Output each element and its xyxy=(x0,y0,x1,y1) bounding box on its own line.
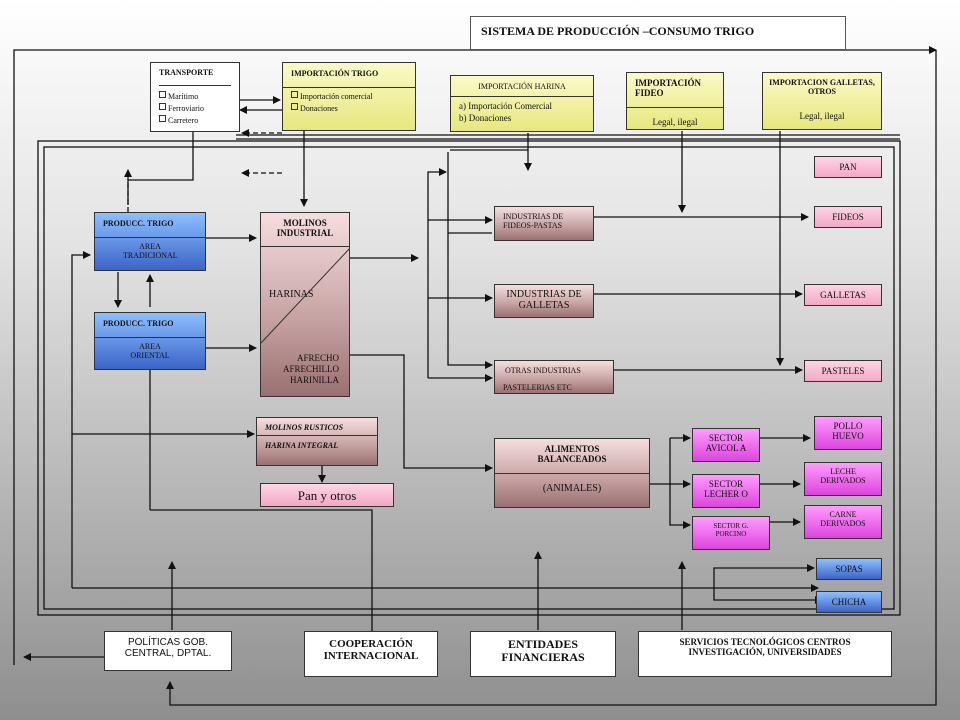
pan-otros-label: Pan y otros xyxy=(297,488,357,503)
importacion-harina-title: IMPORTACIÓN HARINA xyxy=(478,82,566,91)
pollo-huevo-label: POLLO HUEVO xyxy=(832,421,864,442)
leche-derivados-box: LECHE DERIVADOS xyxy=(804,462,882,496)
pollo-huevo-box: POLLO HUEVO xyxy=(814,416,882,450)
servicios-box: SERVICIOS TECNOLÓGICOS CENTROS INVESTIGA… xyxy=(638,631,892,677)
otras-ind-title: OTRAS INDUSTRIAS xyxy=(505,366,581,375)
producto-galletas-box: GALLETAS xyxy=(804,284,882,306)
importacion-trigo-item: Donaciones xyxy=(291,103,338,113)
produc-ori-title: PRODUCC. TRIGO xyxy=(103,319,174,328)
transporte-item: Marítimo xyxy=(159,91,198,101)
leche-derivados-label: LECHE DERIVADOS xyxy=(820,467,866,485)
transporte-title: TRANSPORTE xyxy=(159,68,214,77)
sector-avicola-box: SECTOR AVICOL A xyxy=(692,428,760,462)
importacion-galletas-sub: Legal, ilegal xyxy=(799,111,845,121)
produc-trigo-oriental-box: PRODUCC. TRIGO AREA ORIENTAL xyxy=(94,312,206,370)
importacion-trigo-title: IMPORTACIÓN TRIGO xyxy=(291,69,379,78)
carne-derivados-box: CARNE DERIVADOS xyxy=(804,505,882,539)
importacion-galletas-title: IMPORTACION GALLETAS, OTROS xyxy=(769,78,875,96)
producto-fideos-label: FIDEOS xyxy=(832,212,864,222)
molinos-divider xyxy=(261,248,349,344)
title-box: SISTEMA DE PRODUCCIÓN –CONSUMO TRIGO xyxy=(470,16,846,50)
ind-galletas-label: INDUSTRIAS DE GALLETAS xyxy=(506,289,582,312)
entidades-label: ENTIDADES FINANCIERAS xyxy=(501,637,585,665)
alimentos-title: ALIMENTOS BALANCEADOS xyxy=(537,444,607,465)
molinos-rusticos-box: MOLINOS RUSTICOS HARINA INTEGRAL xyxy=(256,417,378,466)
producto-galletas-label: GALLETAS xyxy=(820,290,866,300)
producto-pasteles-label: PASTELES xyxy=(821,366,865,376)
carne-derivados-label: CARNE DERIVADOS xyxy=(820,510,866,528)
transporte-item: Carretero xyxy=(159,115,198,125)
producto-pan-label: PAN xyxy=(839,162,857,172)
politicas-box: POLÍTICAS GOB. CENTRAL, DPTAL. xyxy=(104,631,232,671)
produc-trigo-tradicional-box: PRODUCC. TRIGO AREA TRADICIONAL xyxy=(94,212,206,271)
sector-avicola-label: SECTOR AVICOL A xyxy=(705,433,747,454)
importacion-harina-item: b) Donaciones xyxy=(459,113,512,123)
sector-porcino-label: SECTOR G. PORCINO xyxy=(713,522,749,538)
producto-pasteles-box: PASTELES xyxy=(804,360,882,382)
molinos-rusticos-sub: HARINA INTEGRAL xyxy=(265,441,339,450)
produc-trad-title: PRODUCC. TRIGO xyxy=(103,219,174,228)
pan-otros-box: Pan y otros xyxy=(260,483,394,507)
importacion-harina-item: a) Importación Comercial xyxy=(459,101,552,111)
molinos-ind-title: MOLINOS INDUSTRIAL xyxy=(276,218,334,239)
molinos-afrecho: AFRECHO xyxy=(296,353,339,363)
molinos-afrechillo: AFRECHILLO xyxy=(283,364,339,374)
ind-fideos-label: INDUSTRIAS DE FIDEOS-PASTAS xyxy=(503,212,564,231)
industrias-fideos-box: INDUSTRIAS DE FIDEOS-PASTAS xyxy=(494,206,594,241)
page-title: SISTEMA DE PRODUCCIÓN –CONSUMO TRIGO xyxy=(481,24,755,38)
importacion-galletas-box: IMPORTACION GALLETAS, OTROS Legal, ilega… xyxy=(762,72,882,130)
importacion-fideo-title: IMPORTACIÓN FIDEO xyxy=(635,78,702,99)
alimentos-sub: (ANIMALES) xyxy=(542,483,602,494)
alimentos-balanceados-box: ALIMENTOS BALANCEADOS (ANIMALES) xyxy=(494,438,650,508)
politicas-label: POLÍTICAS GOB. CENTRAL, DPTAL. xyxy=(124,637,212,660)
molinos-harinas: HARINAS xyxy=(269,289,314,300)
importacion-harina-box: IMPORTACIÓN HARINA a) Importación Comerc… xyxy=(450,75,594,132)
importacion-trigo-box: IMPORTACIÓN TRIGO Importación comercial … xyxy=(282,62,416,131)
produc-ori-sub: AREA ORIENTAL xyxy=(130,342,170,360)
producto-chicha-box: CHICHA xyxy=(816,591,882,613)
molinos-harinilla: HARINILLA xyxy=(290,375,339,385)
sector-lechero-label: SECTOR LECHER O xyxy=(704,479,748,500)
molinos-industrial-box: MOLINOS INDUSTRIAL HARINAS AFRECHO AFREC… xyxy=(260,212,350,397)
importacion-trigo-item: Importación comercial xyxy=(291,91,373,101)
producto-sopas-box: SOPAS xyxy=(816,558,882,580)
sector-lechero-box: SECTOR LECHER O xyxy=(692,474,760,508)
producto-sopas-label: SOPAS xyxy=(835,564,863,574)
otras-ind-sub: PASTELERIAS ETC xyxy=(503,383,572,392)
producto-fideos-box: FIDEOS xyxy=(814,206,882,228)
cooperacion-label: COOPERACIÓN INTERNACIONAL xyxy=(323,638,419,663)
transporte-item: Ferroviario xyxy=(159,103,204,113)
importacion-fideo-box: IMPORTACIÓN FIDEO Legal, ilegal xyxy=(626,72,724,130)
produc-trad-sub: AREA TRADICIONAL xyxy=(123,242,178,260)
entidades-box: ENTIDADES FINANCIERAS xyxy=(470,631,616,677)
cooperacion-box: COOPERACIÓN INTERNACIONAL xyxy=(304,631,438,677)
importacion-fideo-sub: Legal, ilegal xyxy=(652,117,698,127)
molinos-rusticos-title: MOLINOS RUSTICOS xyxy=(265,423,344,432)
producto-pan-box: PAN xyxy=(814,156,882,178)
sector-porcino-box: SECTOR G. PORCINO xyxy=(692,516,770,550)
industrias-galletas-box: INDUSTRIAS DE GALLETAS xyxy=(494,284,594,318)
transporte-box: TRANSPORTE Marítimo Ferroviario Carreter… xyxy=(150,62,240,132)
producto-chicha-label: CHICHA xyxy=(831,597,867,607)
otras-industrias-box: OTRAS INDUSTRIAS PASTELERIAS ETC xyxy=(494,360,614,394)
servicios-label: SERVICIOS TECNOLÓGICOS CENTROS INVESTIGA… xyxy=(679,637,851,658)
